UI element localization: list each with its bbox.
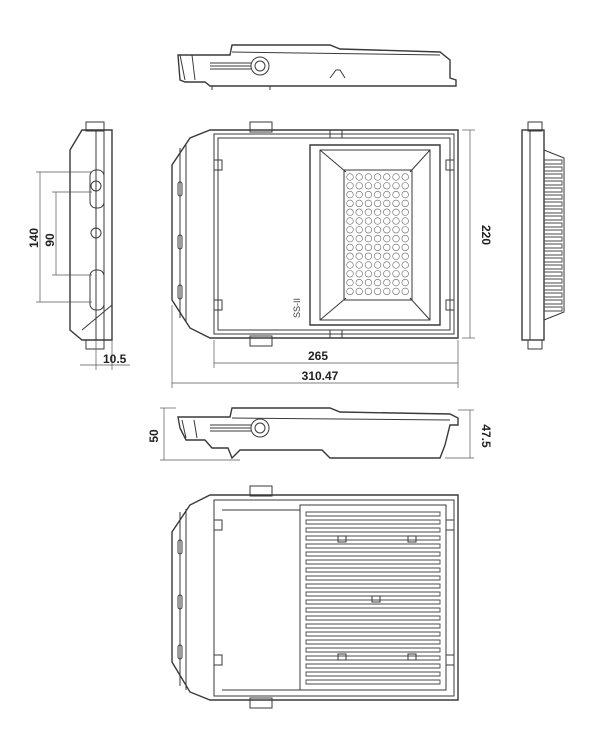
dim-side-height-inner: 47.5 (479, 424, 493, 448)
dim-width-total: 310.47 (302, 369, 339, 383)
side-fins (544, 159, 563, 312)
dim-side-height: 50 (147, 429, 161, 443)
dim-depth-left: 10.5 (103, 352, 127, 366)
top-profile-view (177, 44, 457, 90)
dim-width-mount: 265 (308, 349, 328, 363)
dim-height-outer: 140 (27, 228, 41, 248)
front-view (171, 121, 475, 388)
led-array (346, 173, 409, 296)
right-side-view (521, 121, 565, 350)
left-side-view (36, 121, 130, 370)
dim-body-height: 220 (479, 225, 493, 245)
heatsink-fins (305, 511, 441, 685)
dim-height-inner: 90 (43, 233, 57, 247)
model-marking: SS-II (292, 298, 302, 318)
bottom-profile-view (160, 407, 474, 461)
back-view (171, 485, 459, 709)
